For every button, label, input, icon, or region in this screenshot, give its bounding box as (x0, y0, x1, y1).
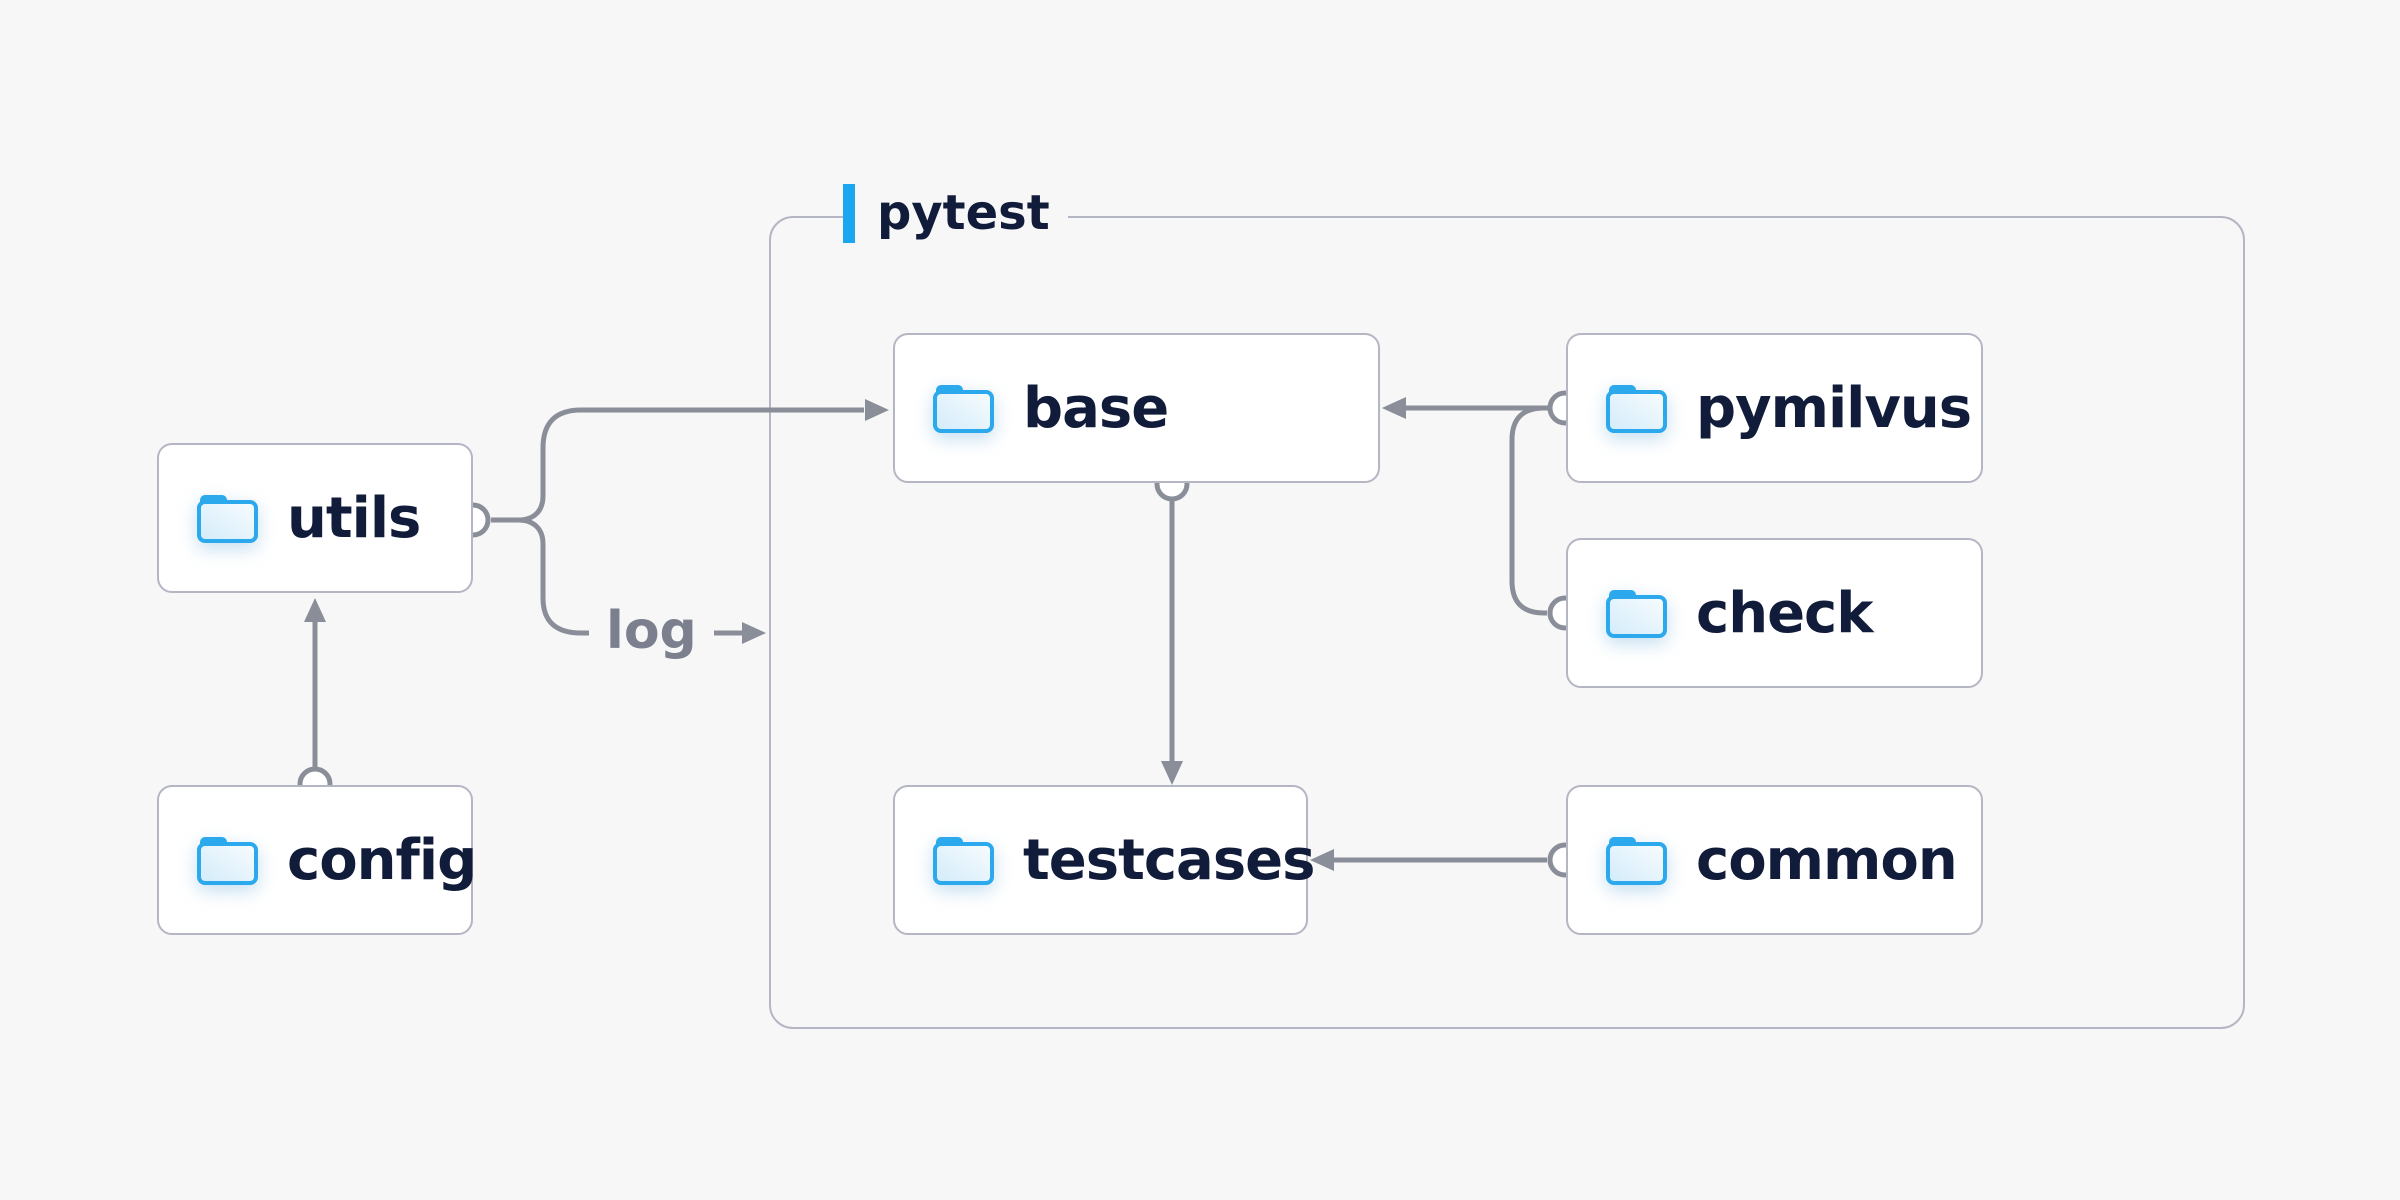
node-label: check (1696, 580, 1873, 646)
folder-icon (195, 492, 259, 544)
edge-utils-log (491, 517, 589, 636)
folder-icon (195, 834, 259, 886)
node-label: utils (287, 485, 421, 551)
arrowhead-into-base-left (865, 399, 889, 421)
node-label: base (1023, 375, 1169, 441)
arrowhead-into-base-right (1382, 397, 1406, 419)
edge-utils-base (491, 407, 864, 523)
group-label-text: pytest (877, 184, 1050, 241)
folder-icon (1604, 587, 1668, 639)
pytest-group-label: pytest (843, 183, 1068, 243)
node-label: config (287, 827, 477, 893)
edge-label-log: log (606, 601, 697, 661)
node-base: base (893, 333, 1380, 483)
accent-bar (843, 183, 855, 243)
folder-icon (931, 834, 995, 886)
folder-icon (931, 382, 995, 434)
node-utils: utils (157, 443, 473, 593)
folder-icon (1604, 834, 1668, 886)
arrowhead-into-group (742, 622, 766, 644)
node-config: config (157, 785, 477, 935)
node-testcases: testcases (893, 785, 1315, 935)
arrowhead-into-testcases-top (1161, 761, 1183, 785)
node-check: check (1566, 538, 1983, 688)
node-common: common (1566, 785, 1983, 935)
node-label: testcases (1023, 827, 1315, 893)
arrowhead-into-testcases-right (1310, 849, 1334, 871)
node-pymilvus: pymilvus (1566, 333, 1983, 483)
edge-check-base (1509, 405, 1548, 616)
node-label: common (1696, 827, 1958, 893)
pytest-group (769, 216, 2245, 1029)
arrowhead-into-utils-bottom (304, 598, 326, 622)
node-label: pymilvus (1696, 375, 1972, 441)
folder-icon (1604, 382, 1668, 434)
